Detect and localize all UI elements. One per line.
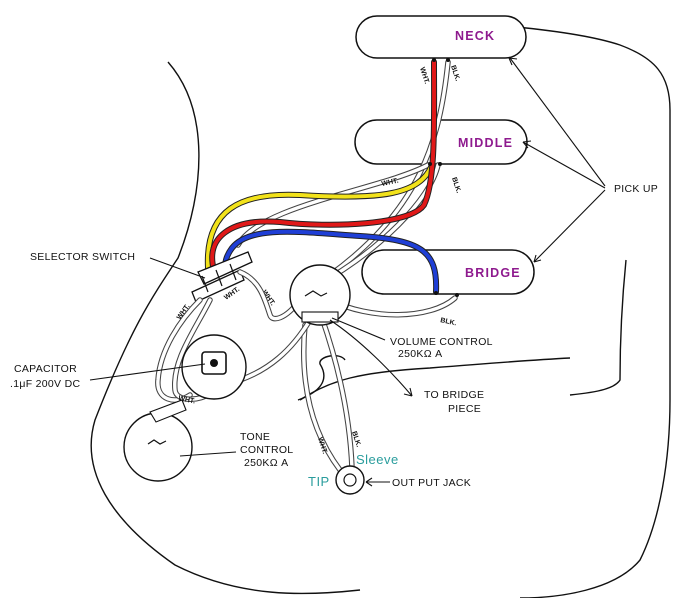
pickup-terminals (428, 58, 459, 297)
pickup-leaders (508, 57, 606, 263)
volume-label-line1: VOLUME CONTROL (390, 336, 493, 348)
yellow-wire-fill (205, 163, 434, 270)
pot-wht-label-2: WHT. (178, 395, 196, 405)
middle-wht-label: WHT. (381, 178, 399, 188)
pickguard-outline (90, 61, 361, 595)
jack-sleeve-label: Sleeve (356, 452, 399, 467)
selector-switch-label: SELECTOR SWITCH (30, 251, 135, 263)
middle-blk-label: BLK. (450, 176, 462, 194)
neck-pickup: NECK (355, 15, 527, 59)
control-plate-edge (299, 357, 571, 401)
red-wire-fill (210, 60, 437, 272)
bridge-piece-label-line1: TO BRIDGE (424, 389, 484, 401)
capacitor-label-line2: .1μF 200V DC (10, 378, 80, 390)
tone-pot-upper (181, 334, 247, 400)
neck-pickup-label: NECK (455, 29, 495, 43)
middle-pickup-label: MIDDLE (458, 136, 513, 150)
jack-tip-label: TIP (308, 474, 330, 489)
selector-switch (191, 251, 253, 303)
tone-label-line3: 250KΩ A (244, 457, 288, 469)
bridge-blk-label: BLK. (440, 317, 457, 327)
selector-leader (149, 257, 206, 279)
control-plate-edge-lower (297, 354, 346, 401)
volume-leader (331, 317, 386, 341)
bridge-piece-label-line2: PIECE (448, 403, 481, 415)
neck-blk-label: BLK. (449, 64, 461, 82)
pickguard-right-edge (364, 19, 671, 599)
jack-blk-label: BLK. (350, 430, 362, 448)
bridge-pickup-label: BRIDGE (465, 266, 521, 280)
pickguard-inner-step (569, 259, 627, 396)
capacitor-label-line1: CAPACITOR (14, 363, 77, 375)
tone-label-line1: TONE (240, 431, 270, 443)
volume-label-line2: 250KΩ A (398, 348, 442, 360)
pickup-group-label: PICK UP (614, 183, 658, 195)
tone-pot-lower (123, 399, 193, 482)
blue-wire-fill (223, 229, 439, 294)
jack-wht-label: WHT. (316, 436, 328, 454)
middle-pickup: MIDDLE (354, 119, 528, 165)
tone-leader (179, 451, 237, 457)
bridge-piece-arrow (329, 319, 413, 397)
neck-wht-label: WHT. (418, 66, 430, 84)
volume-pot (289, 264, 351, 326)
output-jack (335, 465, 365, 495)
tone-label-line2: CONTROL (240, 444, 293, 456)
capacitor-leader (89, 363, 206, 381)
output-jack-label: OUT PUT JACK (392, 477, 471, 489)
bridge-pickup: BRIDGE (361, 249, 535, 295)
